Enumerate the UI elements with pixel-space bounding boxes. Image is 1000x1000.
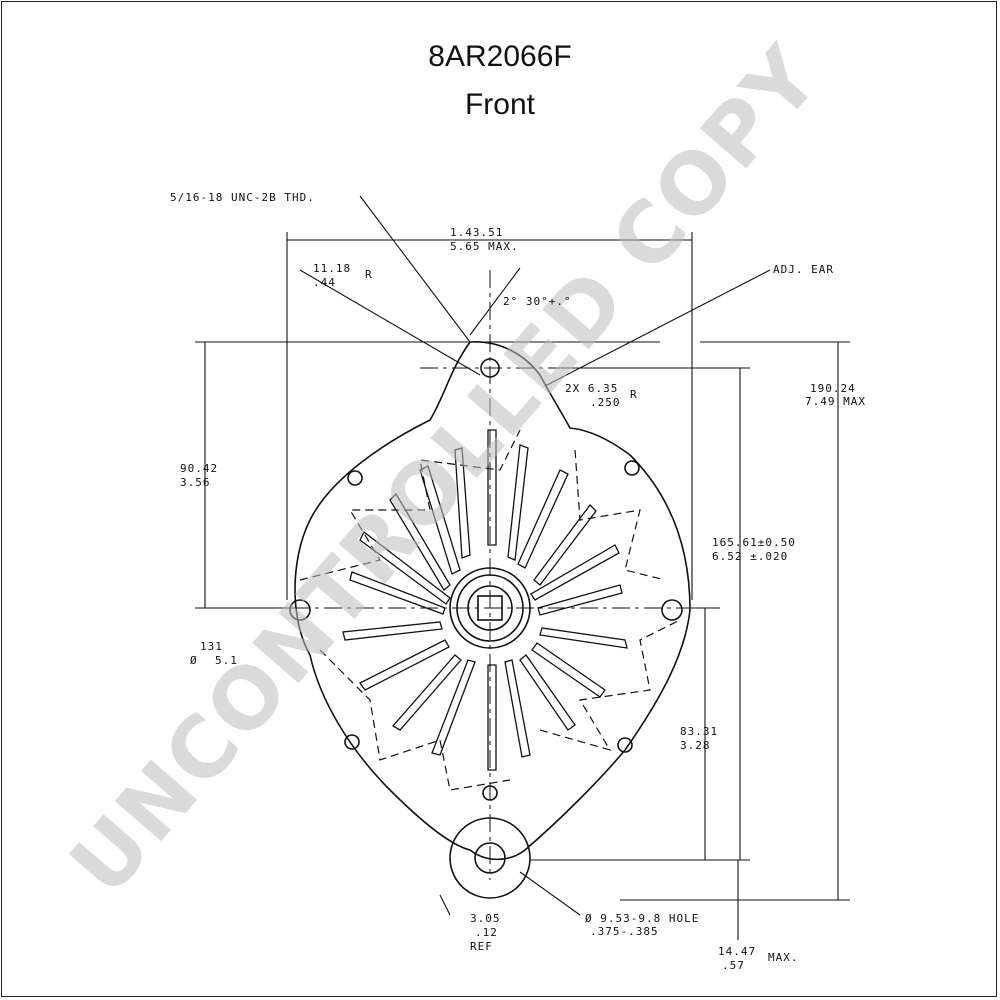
foot-mm: 14.47 <box>718 945 756 958</box>
height-max-mm: 190.24 <box>810 382 856 395</box>
dia-c: 5.1 <box>215 654 238 667</box>
part-number-title: 8AR2066F <box>428 40 572 73</box>
slot-radius-r: R <box>630 388 638 401</box>
ear-radius-mm: 11.18 <box>313 262 351 275</box>
dia-a: 131 <box>200 640 223 653</box>
lower-in: 3.28 <box>680 739 711 752</box>
centerlines <box>260 270 720 880</box>
foot-in: .57 <box>722 959 745 972</box>
view-subtitle: Front <box>464 88 536 121</box>
height-max-in: 7.49 MAX <box>805 395 866 408</box>
watermark-text: UNCONTROLLED COPY <box>51 28 839 914</box>
center-dist-in: 6.52 ±.020 <box>712 550 788 563</box>
width-mm: 1.43.51 <box>450 226 503 239</box>
upper-in: 3.56 <box>180 476 211 489</box>
angle-callout: 2° 30°+.° <box>503 295 572 308</box>
housing-outline <box>294 341 691 861</box>
upper-mm: 90.42 <box>180 462 218 475</box>
left-mount-hole <box>289 599 311 621</box>
dimension-lines <box>195 195 850 940</box>
ref-in: .12 <box>475 926 498 939</box>
ref-mm: 3.05 <box>470 912 501 925</box>
foot-max: MAX. <box>768 951 799 964</box>
lower-mm: 83.31 <box>680 725 718 738</box>
slot-radius-in: .250 <box>590 396 621 409</box>
adj-ear-callout: ADJ. EAR <box>773 263 834 276</box>
ear-radius-r: R <box>365 268 373 281</box>
hole-in: .375-.385 <box>590 925 659 938</box>
dia-b: Ø <box>190 654 198 667</box>
hidden-fan-lines <box>299 429 681 791</box>
width-in: 5.65 MAX. <box>450 240 519 253</box>
ventilation-slots <box>342 429 628 771</box>
center-dist-mm: 165.61±0.50 <box>712 536 796 549</box>
ref-label: REF <box>470 940 493 953</box>
hole-mm: Ø 9.53-9.8 HOLE <box>585 912 699 925</box>
right-mount-hole <box>661 599 683 621</box>
slot-radius-mm: 2X 6.35 <box>565 382 618 395</box>
thread-callout: 5/16-18 UNC-2B THD. <box>170 191 315 204</box>
ear-radius-in: .44 <box>313 276 336 289</box>
